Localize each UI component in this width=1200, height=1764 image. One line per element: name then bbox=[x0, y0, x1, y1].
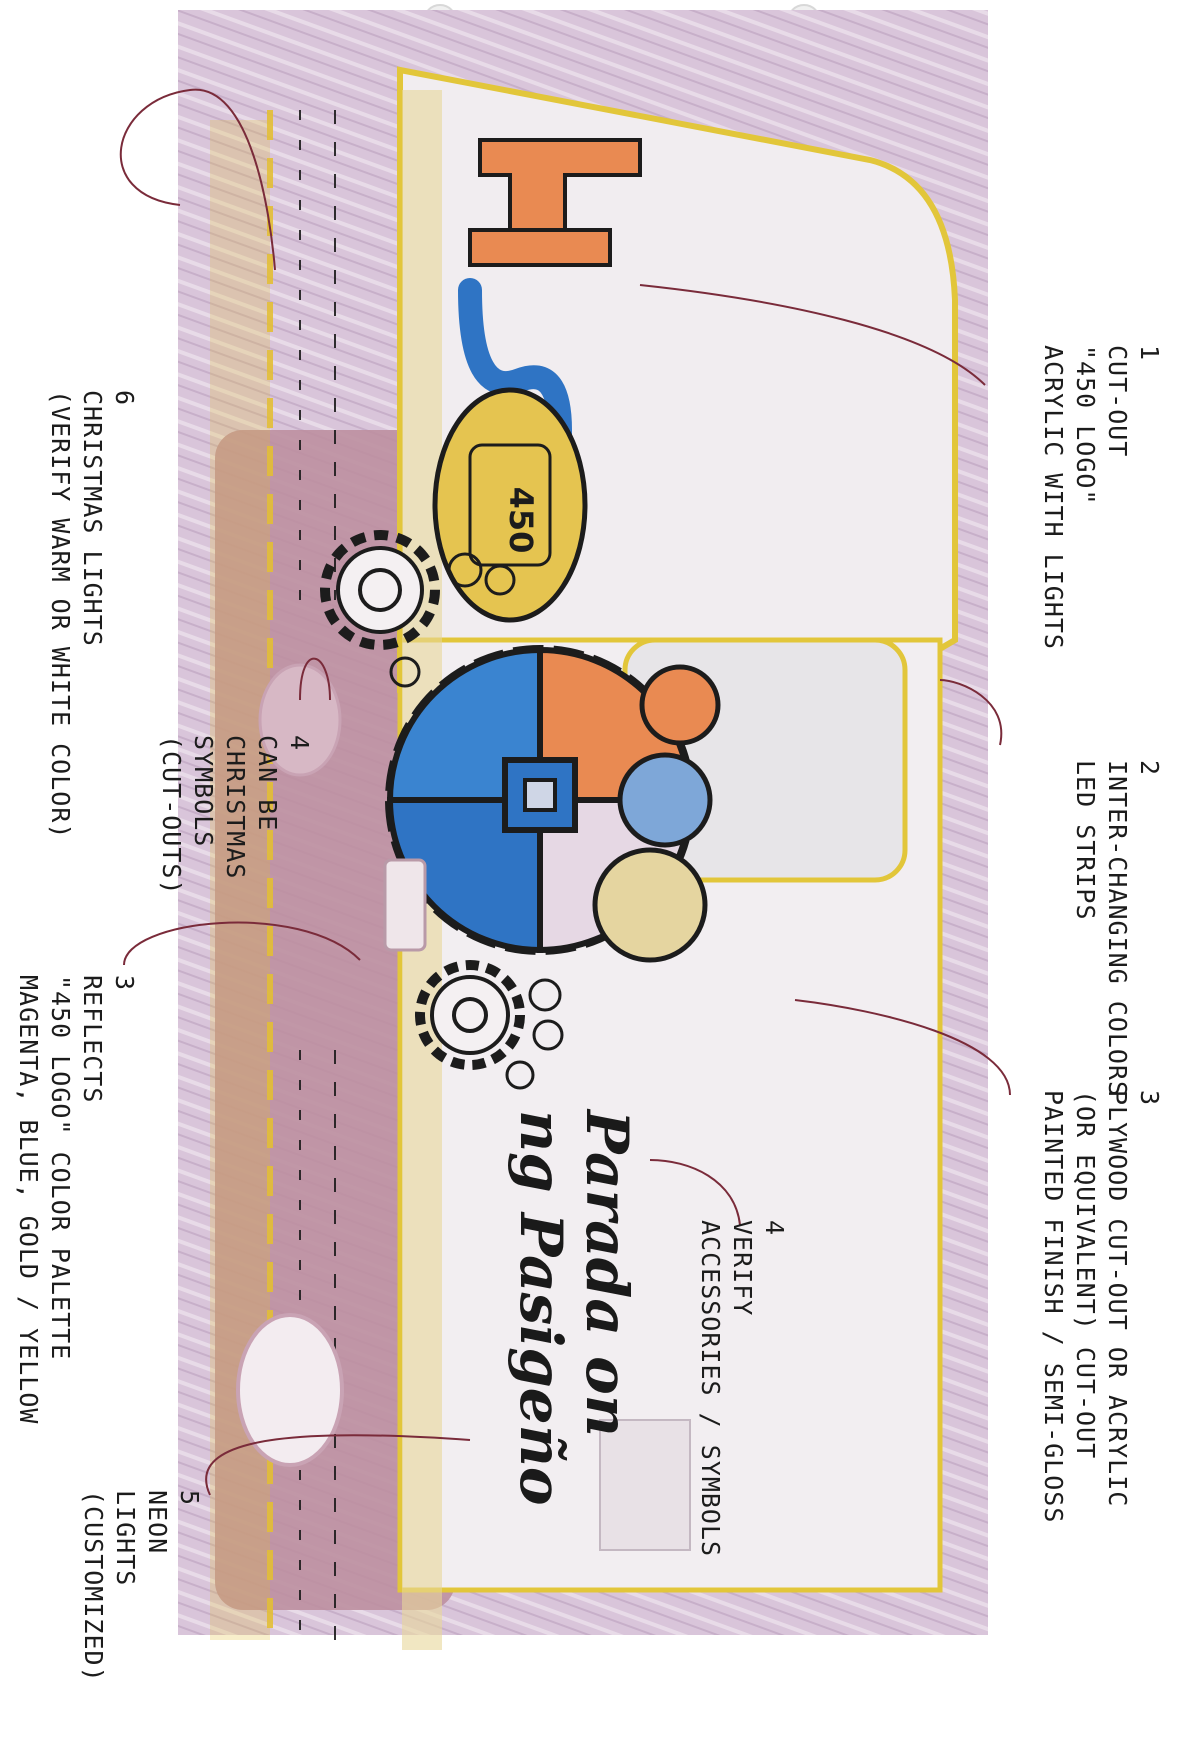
annotation-4b-line-1: Can be bbox=[253, 735, 282, 832]
cog-gear-bottom bbox=[415, 960, 564, 1090]
annotation-4-line-2: accessories / symbols bbox=[696, 1220, 725, 1558]
brush-caption: Parada on ng Pasigeño bbox=[507, 1110, 641, 1506]
annotation-5-line-3: (customized) bbox=[79, 1490, 108, 1683]
annotation-4b-number: 4 bbox=[285, 735, 314, 752]
annotation-2-line-2: LED strips bbox=[1071, 760, 1100, 921]
annotation-4-line-1: Verify bbox=[728, 1220, 757, 1317]
annotation-4b-line-2: Christmas bbox=[221, 735, 250, 880]
annotation-1: 1 Cut-out "450 Logo" Acrylic with lights bbox=[1037, 345, 1165, 650]
annotation-3b-line-3: Magenta, blue, gold / yellow bbox=[14, 975, 43, 1425]
annotation-1-number: 1 bbox=[1135, 345, 1164, 362]
annotation-4b-line-3: symbols bbox=[189, 735, 218, 848]
annotation-3b-number: 3 bbox=[110, 975, 139, 992]
annotation-5-line-2: lights bbox=[111, 1490, 140, 1587]
annotation-2-number: 2 bbox=[1135, 760, 1164, 777]
annotation-3-number: 3 bbox=[1135, 1090, 1164, 1107]
annotation-5-number: 5 bbox=[175, 1490, 204, 1507]
annotation-6-line-2: (verify warm or white color) bbox=[46, 390, 75, 840]
central-gear-logo bbox=[385, 645, 721, 963]
annotation-1-line-1: Cut-out bbox=[1103, 345, 1132, 458]
annotation-6-number: 6 bbox=[110, 390, 139, 407]
annotation-5-line-1: Neon bbox=[143, 1490, 172, 1555]
logo-450-cutout: 450 bbox=[432, 138, 642, 623]
annotation-1-line-3: Acrylic with lights bbox=[1039, 345, 1068, 650]
svg-text:450: 450 bbox=[502, 487, 540, 554]
annotation-6-christmas-lights: 6 Christmas lights (verify warm or white… bbox=[44, 390, 140, 839]
annotation-1-line-2: "450 Logo" bbox=[1071, 345, 1100, 506]
annotation-3-line-2: (or equivalent) cut-out bbox=[1071, 1090, 1100, 1460]
annotation-4b-line-4: (cut-outs) bbox=[157, 735, 186, 896]
annotation-3b-line-2: "450 Logo" color palette bbox=[46, 975, 75, 1361]
annotation-3-line-3: Painted finish / semi-gloss bbox=[1039, 1090, 1068, 1524]
brush-caption-line-1: Parada on bbox=[573, 1110, 641, 1437]
float-front-details bbox=[236, 663, 691, 1551]
annotation-4-number: 4 bbox=[760, 1220, 789, 1237]
annotation-3-line-1: Plywood cut-out or acrylic bbox=[1103, 1090, 1132, 1508]
annotation-6-line-1: Christmas lights bbox=[78, 390, 107, 647]
annotation-2-line-1: Inter-changing colors bbox=[1103, 760, 1132, 1098]
annotation-4-verify: 4 Verify accessories / symbols bbox=[694, 1220, 790, 1557]
annotation-4-christmas-symbols: 4 Can be Christmas symbols (cut-outs) bbox=[155, 735, 315, 896]
annotation-5-neon: 5 Neon lights (customized) bbox=[77, 1490, 205, 1683]
annotation-3-plywood: 3 Plywood cut-out or acrylic (or equival… bbox=[1037, 1090, 1165, 1523]
annotation-leaders bbox=[119, 88, 1011, 1496]
brush-caption-line-2: ng Pasigeño bbox=[507, 1110, 575, 1506]
annotation-2: 2 Inter-changing colors LED strips bbox=[1069, 760, 1165, 1097]
annotation-3-reflects: 3 Reflects "450 Logo" color palette Mage… bbox=[12, 975, 140, 1424]
cog-gear-top bbox=[320, 530, 516, 688]
annotation-3b-line-1: Reflects bbox=[78, 975, 107, 1104]
